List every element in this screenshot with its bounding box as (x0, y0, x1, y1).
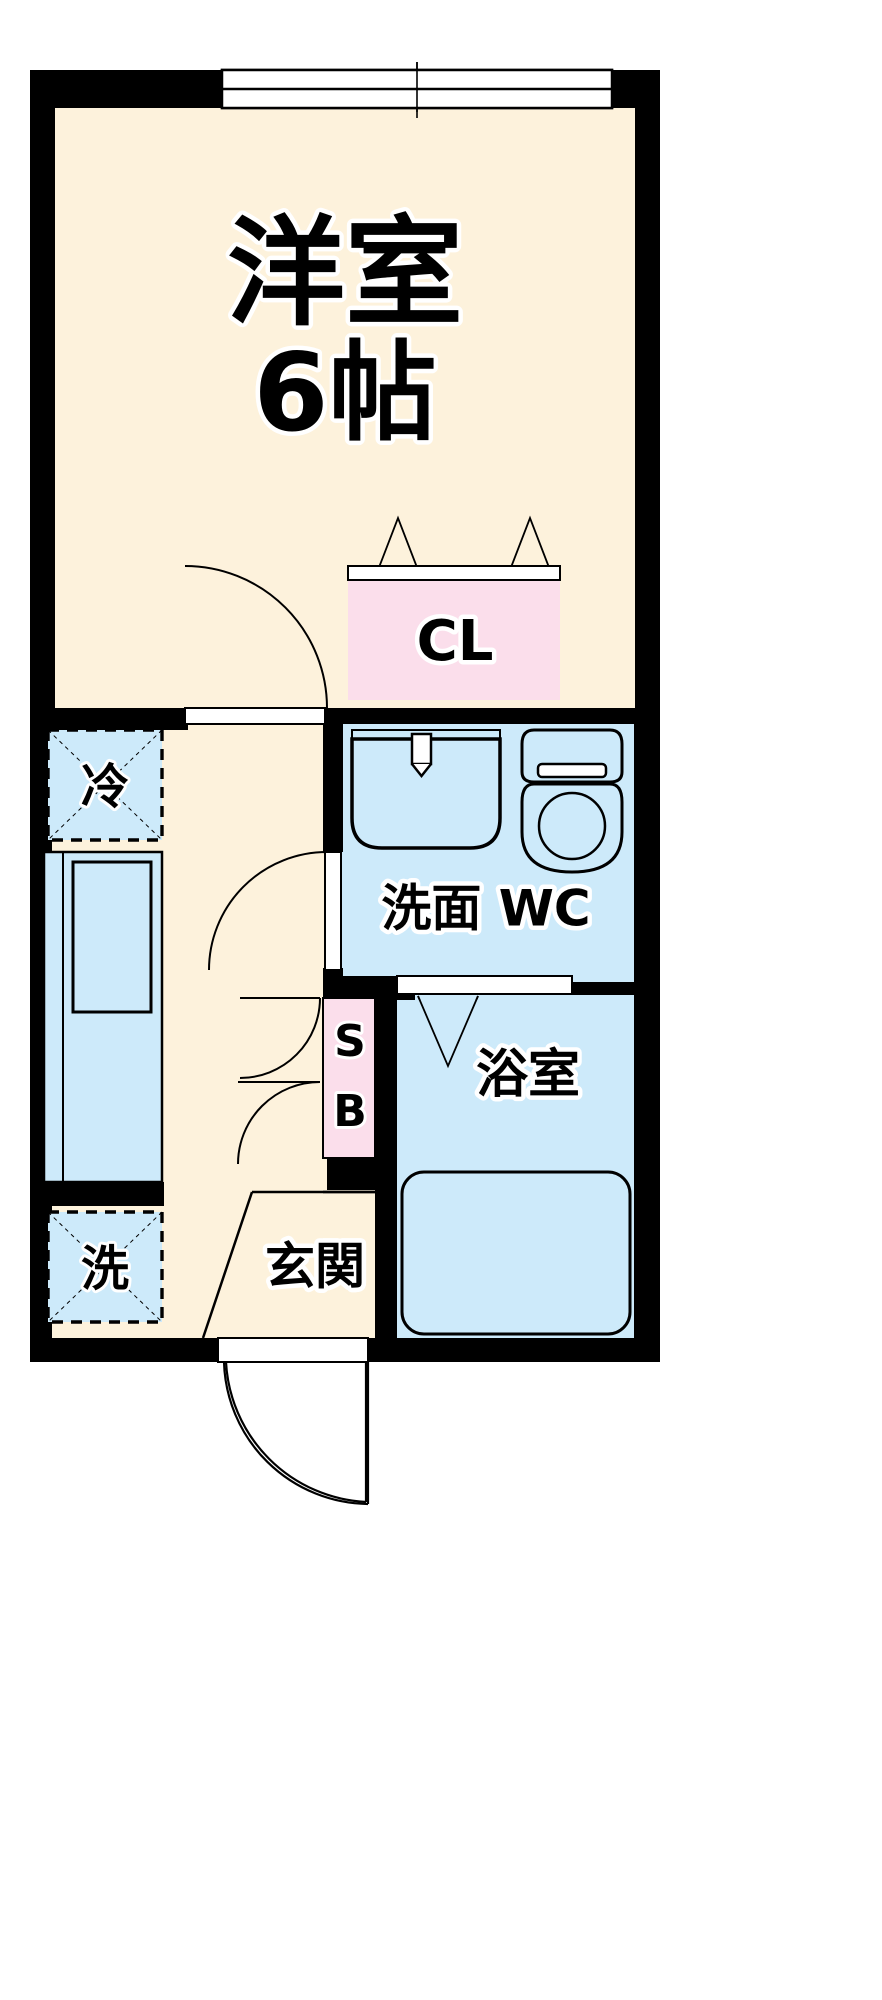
bathtub-top (400, 1170, 632, 1336)
wall-washroom-left-upper (323, 722, 343, 852)
closet-floor-overlay (348, 578, 560, 700)
main-room-door-arc-top (184, 565, 328, 709)
shoe-box-body-top (322, 997, 376, 1159)
front-door-arc-top (222, 1361, 369, 1506)
wall-left-upper (30, 70, 55, 720)
refrigerator-cross-a-top (47, 729, 163, 841)
corridor-arc-lower-top (237, 1081, 321, 1165)
front-door-swing-arc (224, 1361, 367, 1504)
corridor-arc-upper-top (239, 997, 321, 1079)
toilet-tank-lid-top (536, 762, 608, 779)
shoe-box-label-b-top: B (333, 1086, 367, 1137)
washroom-door-arc-top (208, 851, 328, 971)
washer-label-top: 洗 (81, 1241, 129, 1297)
washbasin-faucet-top (410, 732, 433, 766)
wall-right-upper (635, 70, 660, 720)
closet-chevron-left-top (377, 515, 419, 571)
refrigerator-border-top (46, 728, 164, 842)
main-room-door-leaf-top (184, 707, 326, 725)
wall-bathroom-left (375, 996, 397, 1340)
wall-top-right (609, 70, 660, 108)
toilet-seat-top (537, 791, 607, 861)
washer-border-top (46, 1210, 164, 1324)
closet-chevron-right-top (509, 515, 551, 571)
wall-mainroom-bottom-left (30, 708, 188, 730)
kitchen-divider-wall-top (30, 1182, 164, 1206)
washbasin-faucet-tip-top (411, 763, 432, 779)
main-room-size-label-top: 6帖 (253, 331, 436, 456)
closet-door-track-top (347, 565, 561, 581)
bathroom-chevron-top (417, 995, 479, 1069)
washroom-door-leaf-top (324, 851, 342, 971)
entrance-label-top: 玄関 (265, 1238, 365, 1296)
main-room-label-top: 洋室 (227, 204, 463, 342)
bathroom-label-top: 浴室 (476, 1045, 580, 1105)
refrigerator-label-top: 冷 (81, 759, 129, 815)
kitchen-sink-basin-top (71, 860, 153, 1014)
washroom-label-top: 洗面 WC (381, 880, 590, 938)
refrigerator-cross-b-top (47, 729, 163, 841)
washer-cross-b-top (47, 1211, 163, 1323)
wall-top-left (30, 70, 225, 108)
shoe-box-label-s-top: S (334, 1016, 366, 1067)
wall-right-lower (634, 708, 660, 1340)
content-layer: 洋室 6帖 CL 冷 洗 (30, 62, 632, 1506)
washer-cross-a-top (47, 1211, 163, 1323)
closet-label-top: CL (417, 609, 494, 674)
entrance-step-line-2 (201, 1191, 254, 1339)
front-door-leaf-top (217, 1337, 369, 1363)
bathroom-door-track-top (396, 975, 573, 995)
washbasin-bowl-top (350, 737, 502, 850)
